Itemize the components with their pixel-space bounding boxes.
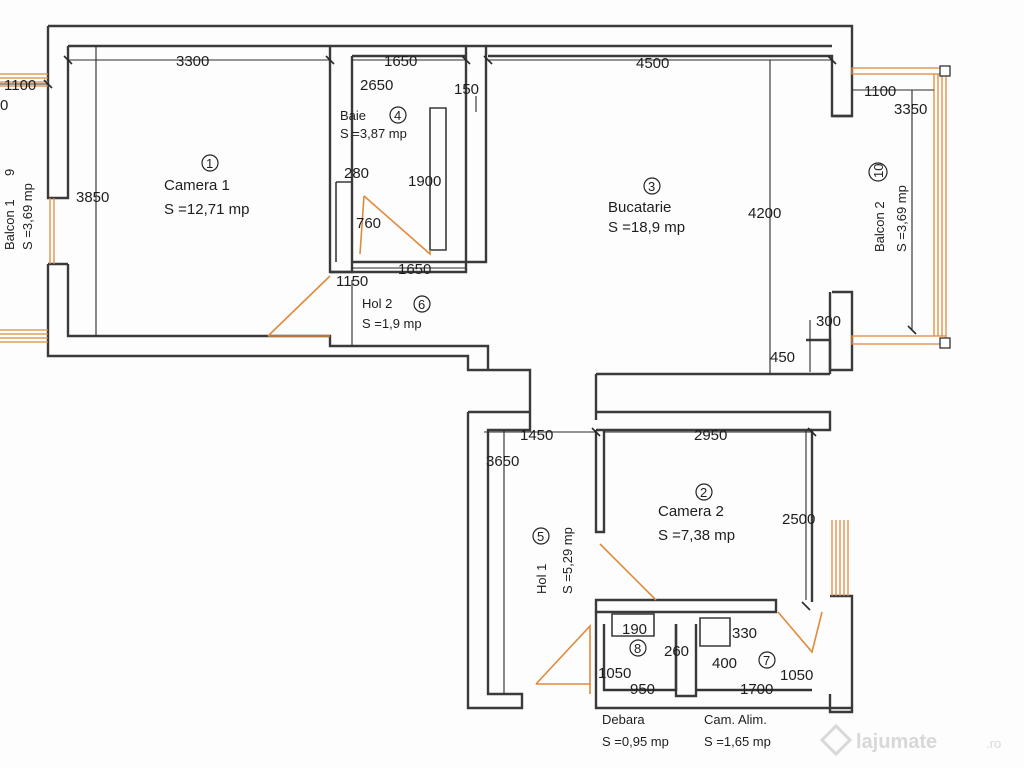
dim-1700: 1700 — [740, 681, 773, 698]
room-name-bucatarie: Bucatarie — [608, 199, 671, 216]
windows — [0, 65, 951, 596]
room-area-cam-alim: S =1,65 mp — [704, 734, 771, 749]
room-name-hol-1: Hol 1 — [534, 564, 549, 594]
watermark-text: lajumate — [856, 731, 937, 753]
room-balcon-2: 10 Balcon 2 S =3,69 mp — [868, 162, 909, 252]
room-area-hol-2: S =1,9 mp — [362, 316, 422, 331]
dim-1100-right: 1100 — [864, 83, 896, 100]
dim-4200: 4200 — [748, 205, 781, 222]
room-number-9: 9 — [2, 169, 17, 176]
room-name-camera-1: Camera 1 — [164, 177, 230, 194]
room-camera-1: 1 Camera 1 S =12,71 mp — [164, 154, 249, 218]
dim-280: 280 — [344, 165, 369, 182]
room-number-8: 8 — [634, 641, 641, 656]
dim-330: 330 — [732, 625, 757, 642]
room-area-camera-2: S =7,38 mp — [658, 527, 735, 544]
room-number-3: 3 — [648, 179, 655, 194]
dim-1100-left: 1100 — [4, 77, 36, 94]
room-area-hol-1: S =5,29 mp — [560, 527, 575, 594]
room-debara: 8 Debara S =0,95 mp — [602, 639, 669, 749]
room-name-debara: Debara — [602, 712, 645, 727]
dim-1900: 1900 — [408, 173, 441, 190]
dim-2500: 2500 — [782, 511, 815, 528]
dim-760: 760 — [356, 215, 381, 232]
room-area-debara: S =0,95 mp — [602, 734, 669, 749]
dimension-labels: 3300 1650 4500 1100 0 1100 3350 2650 150… — [0, 53, 927, 698]
dim-300: 300 — [816, 313, 841, 330]
dim-0-left: 0 — [0, 97, 8, 114]
dimension-lines — [0, 46, 934, 694]
room-name-hol-2: Hol 2 — [362, 296, 392, 311]
watermark-suffix: .ro — [986, 736, 1001, 751]
room-number-5: 5 — [537, 529, 544, 544]
room-name-balcon-2: Balcon 2 — [872, 201, 887, 252]
room-name-camera-2: Camera 2 — [658, 503, 724, 520]
dim-1650-top: 1650 — [384, 53, 417, 70]
dim-3650: 3650 — [486, 453, 519, 470]
room-cam-alim: 7 Cam. Alim. S =1,65 mp — [704, 651, 776, 749]
room-area-camera-1: S =12,71 mp — [164, 201, 249, 218]
room-baie: 4 Baie S =3,87 mp — [340, 106, 407, 141]
room-number-7: 7 — [763, 653, 770, 668]
dim-1450: 1450 — [520, 427, 553, 444]
room-area-balcon-2: S =3,69 mp — [894, 185, 909, 252]
dim-1050-right: 1050 — [780, 667, 813, 684]
room-name-baie: Baie — [340, 108, 366, 123]
watermark: lajumate .ro — [819, 723, 1001, 757]
dim-1650-bottom: 1650 — [398, 261, 431, 278]
watermark-logo-icon — [819, 723, 853, 757]
room-area-bucatarie: S =18,9 mp — [608, 219, 685, 236]
walls — [46, 24, 854, 714]
room-balcon-1: 9 Balcon 1 S =3,69 mp — [2, 169, 35, 250]
dim-190: 190 — [622, 621, 647, 638]
dim-3850: 3850 — [76, 189, 109, 206]
room-area-baie: S =3,87 mp — [340, 126, 407, 141]
dim-150: 150 — [454, 81, 479, 98]
room-camera-2: 2 Camera 2 S =7,38 mp — [658, 483, 735, 544]
room-name-cam-alim: Cam. Alim. — [704, 712, 767, 727]
dim-400: 400 — [712, 655, 737, 672]
dim-2950: 2950 — [694, 427, 727, 444]
dim-450: 450 — [770, 349, 795, 366]
dim-2650: 2650 — [360, 77, 393, 94]
room-name-balcon-1: Balcon 1 — [2, 199, 17, 250]
dim-4500: 4500 — [636, 55, 669, 72]
dim-1150: 1150 — [336, 273, 368, 290]
room-hol-2: 6 Hol 2 S =1,9 mp — [362, 295, 431, 331]
room-area-balcon-1: S =3,69 mp — [20, 183, 35, 250]
doors — [267, 195, 823, 694]
dim-3300: 3300 — [176, 53, 209, 70]
dim-1050-left: 1050 — [598, 665, 631, 682]
dim-260: 260 — [664, 643, 689, 660]
room-bucatarie: 3 Bucatarie S =18,9 mp — [608, 177, 685, 236]
room-number-4: 4 — [394, 108, 401, 123]
room-hol-1: 5 Hol 1 S =5,29 mp — [532, 527, 575, 594]
room-number-1: 1 — [206, 156, 213, 171]
dim-3350: 3350 — [894, 101, 927, 118]
room-number-2: 2 — [700, 485, 707, 500]
dim-950: 950 — [630, 681, 655, 698]
room-number-6: 6 — [418, 297, 425, 312]
room-number-10: 10 — [871, 164, 886, 178]
